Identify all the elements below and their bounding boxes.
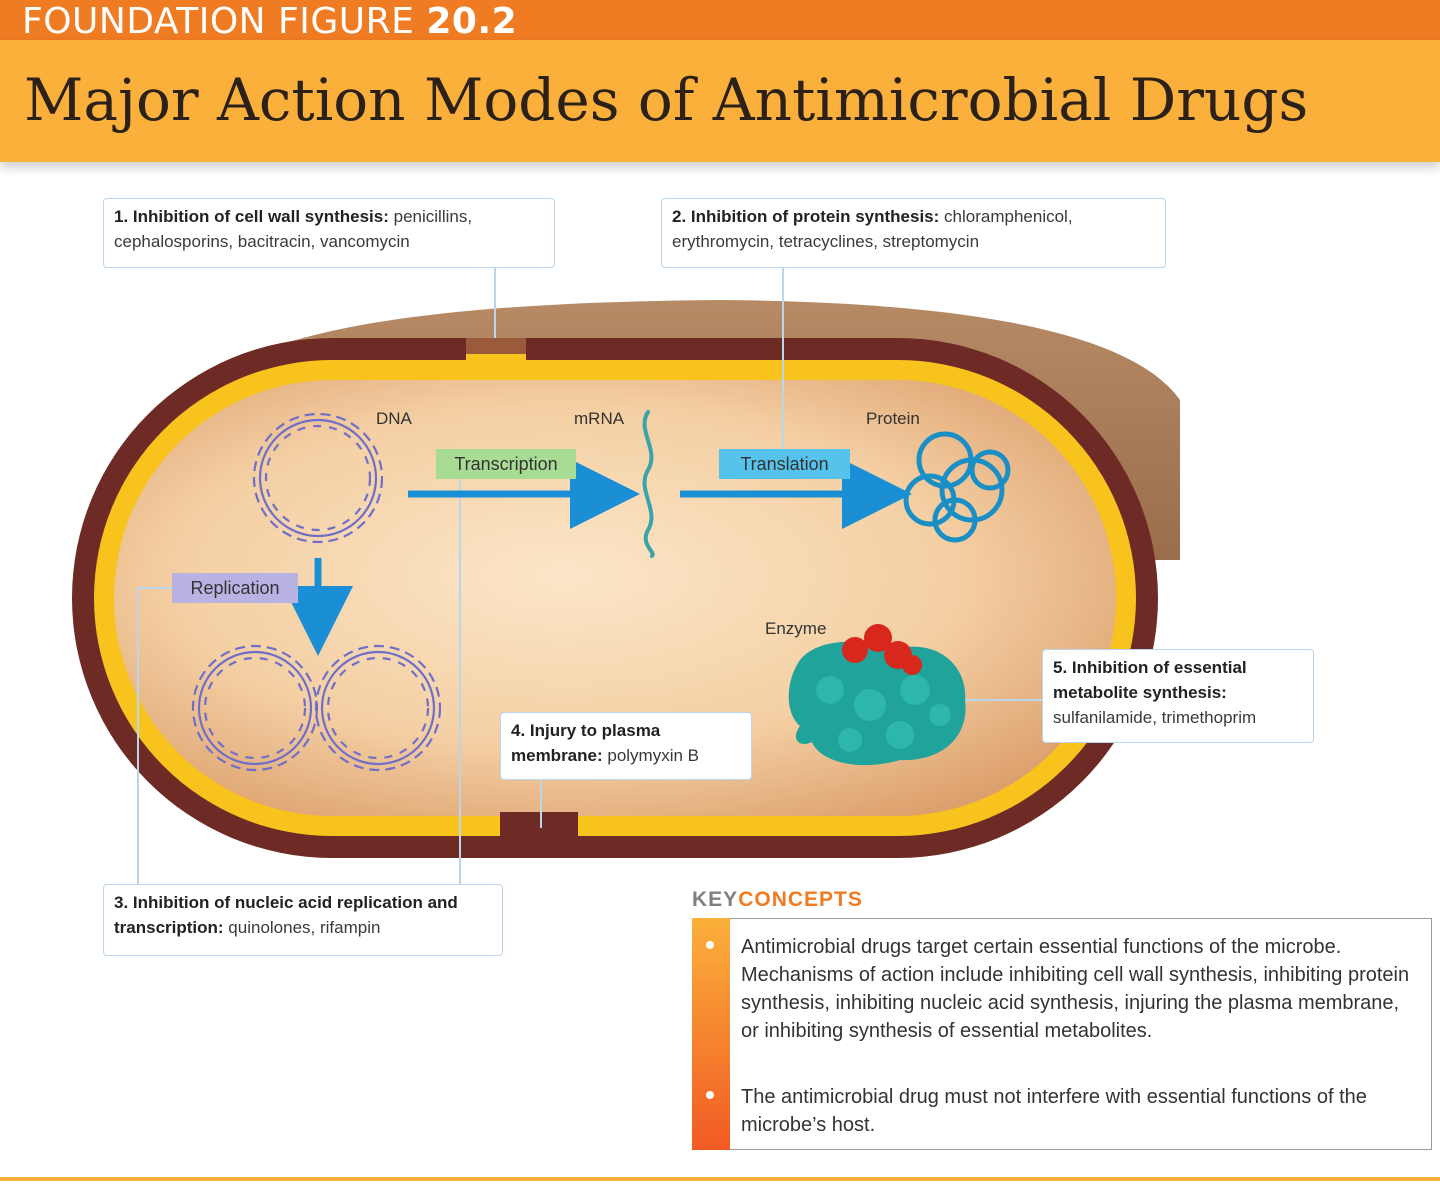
- enzyme-label: Enzyme: [765, 619, 827, 638]
- replicated-dna-icon: [191, 644, 442, 772]
- replication-box: Replication: [172, 573, 298, 603]
- key-concepts-heading-key: KEY: [692, 888, 739, 911]
- callout-1-heading: 1. Inhibition of cell wall synthesis:: [114, 207, 389, 226]
- callout-3-text: quinolones, rifampin: [228, 918, 381, 937]
- figure-prefix: FOUNDATION FIGURE: [22, 1, 415, 42]
- dna-loop-icon: [252, 412, 384, 544]
- callout-4-text: polymyxin B: [607, 746, 700, 765]
- header-title-band: [0, 40, 1440, 162]
- leader-line-3b: [137, 587, 172, 886]
- mrna-label: mRNA: [574, 409, 625, 428]
- key-concept-item: The antimicrobial drug must not interfer…: [741, 1086, 1367, 1136]
- bullet-dot: [706, 1091, 714, 1099]
- callout-metabolite-synthesis: 5. Inhibition of essential metabolite sy…: [1042, 649, 1314, 743]
- figure-number: 20.2: [426, 1, 518, 42]
- translation-box: Translation: [719, 449, 850, 479]
- key-concept-item: Antimicrobial drugs target certain essen…: [741, 936, 1410, 1042]
- figure-label: FOUNDATION FIGURE 20.2: [22, 2, 517, 42]
- callout-3-heading: 3. Inhibition of nucleic acid replicatio…: [114, 893, 458, 937]
- callout-5-heading: 5. Inhibition of essential metabolite sy…: [1053, 658, 1247, 702]
- protein-label: Protein: [866, 409, 920, 428]
- callout-1-text: penicillins, cephalosporins, bacitracin,…: [114, 207, 473, 251]
- key-concepts-bar: [692, 918, 730, 1150]
- callout-5-text: sulfanilamide, trimethoprim: [1053, 708, 1257, 727]
- membrane-gap: [500, 812, 578, 838]
- callout-4-heading: 4. Injury to plasma membrane:: [511, 721, 661, 765]
- callout-plasma-membrane: 4. Injury to plasma membrane: polymyxin …: [500, 712, 752, 780]
- bottom-rule: [0, 1177, 1440, 1181]
- header-top-band: [0, 0, 1440, 40]
- callout-2-text: chloramphenicol, erythromycin, tetracycl…: [672, 207, 1073, 251]
- bullet-dot: [706, 941, 714, 949]
- dna-label: DNA: [376, 409, 412, 428]
- callout-nucleic-acid-synthesis: 3. Inhibition of nucleic acid replicatio…: [103, 884, 503, 956]
- key-concepts-heading-concepts: CONCEPTS: [738, 888, 863, 911]
- callout-cell-wall-synthesis: 1. Inhibition of cell wall synthesis: pe…: [103, 198, 555, 268]
- key-concepts-box: [692, 918, 1432, 1150]
- page-title: Major Action Modes of Antimicrobial Drug…: [24, 66, 1309, 134]
- enzyme-icon: [788, 624, 966, 766]
- callout-protein-synthesis: 2. Inhibition of protein synthesis: chlo…: [661, 198, 1166, 268]
- mrna-icon: [642, 410, 655, 558]
- callout-2-heading: 2. Inhibition of protein synthesis:: [672, 207, 940, 226]
- transcription-box: Transcription: [436, 449, 576, 479]
- key-concepts-heading: KEYCONCEPTS: [692, 888, 863, 912]
- substrate-icon: [842, 624, 922, 675]
